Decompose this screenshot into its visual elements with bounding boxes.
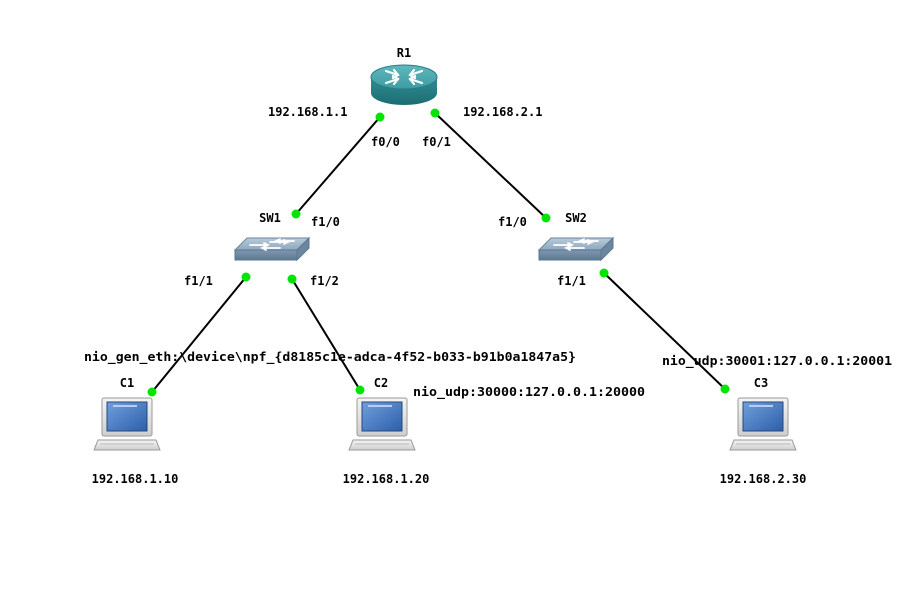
port-dot-sw2-f1-0[interactable] xyxy=(541,213,551,223)
computer-icon xyxy=(729,397,797,451)
host-ip-c1: 192.168.1.10 xyxy=(92,472,179,486)
device-name-c1: C1 xyxy=(120,376,134,390)
port-label-sw2-f1-0: f1/0 xyxy=(498,215,527,229)
computer-icon xyxy=(93,397,161,451)
switch-sw1[interactable] xyxy=(234,237,310,261)
port-label-sw1-f1-0: f1/0 xyxy=(311,215,340,229)
computer-c1[interactable] xyxy=(93,397,161,451)
port-dot-sw1-f1-2[interactable] xyxy=(287,274,297,284)
port-label-sw2-f1-1: f1/1 xyxy=(557,274,586,288)
host-ip-c2: 192.168.1.20 xyxy=(343,472,430,486)
port-dot-c1[interactable] xyxy=(147,387,157,397)
computer-icon xyxy=(348,397,416,451)
port-dot-c2[interactable] xyxy=(355,385,365,395)
device-name-c2: C2 xyxy=(374,376,388,390)
port-label-r1-f0-0: f0/0 xyxy=(371,135,400,149)
device-name-r1: R1 xyxy=(397,46,411,60)
port-dot-sw1-f1-0[interactable] xyxy=(291,209,301,219)
link-r1-sw1[interactable] xyxy=(295,116,381,215)
device-name-sw1: SW1 xyxy=(259,211,281,225)
link-sw2-c3[interactable] xyxy=(603,272,726,390)
port-dot-sw1-f1-1[interactable] xyxy=(241,272,251,282)
port-label-r1-f0-1: f0/1 xyxy=(422,135,451,149)
link-r1-sw2[interactable] xyxy=(434,112,547,219)
port-label-sw1-f1-2: f1/2 xyxy=(310,274,339,288)
r1-f0-1-ip-label: 192.168.2.1 xyxy=(463,105,542,119)
device-name-sw2: SW2 xyxy=(565,211,587,225)
port-dot-r1-f0-0[interactable] xyxy=(375,112,385,122)
port-dot-r1-f0-1[interactable] xyxy=(430,108,440,118)
router-icon xyxy=(369,63,439,107)
host-ip-c3: 192.168.2.30 xyxy=(720,472,807,486)
nio-label-c1: nio_gen_eth:\device\npf_{d8185c1e-adca-4… xyxy=(84,350,576,365)
computer-c2[interactable] xyxy=(348,397,416,451)
nio-label-c3: nio_udp:30001:127.0.0.1:20001 xyxy=(662,354,892,369)
device-name-c3: C3 xyxy=(754,376,768,390)
port-dot-sw2-f1-1[interactable] xyxy=(599,268,609,278)
port-label-sw1-f1-1: f1/1 xyxy=(184,274,213,288)
router-r1[interactable] xyxy=(369,63,439,107)
switch-icon xyxy=(234,237,310,261)
switch-icon xyxy=(538,237,614,261)
computer-c3[interactable] xyxy=(729,397,797,451)
link-sw1-c2[interactable] xyxy=(291,278,361,391)
port-dot-c3[interactable] xyxy=(720,384,730,394)
link-sw1-c1[interactable] xyxy=(151,276,247,393)
nio-label-c2: nio_udp:30000:127.0.0.1:20000 xyxy=(413,385,645,400)
switch-sw2[interactable] xyxy=(538,237,614,261)
r1-f0-0-ip-label: 192.168.1.1 xyxy=(268,105,347,119)
